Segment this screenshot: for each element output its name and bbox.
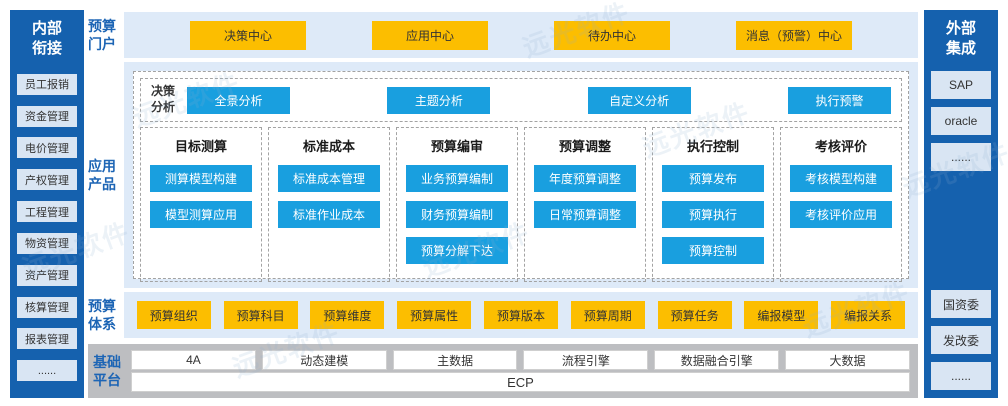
platform-box-data-fusion-engine[interactable]: 数据融合引擎 [654,350,780,370]
portal-button-message-alert-center[interactable]: 消息（预警）中心 [736,20,852,50]
base-platform-label: 基础平台 [93,353,121,388]
internal-integration-rail: 内部衔接 员工报销 资金管理 电价管理 产权管理 工程管理 物资管理 资产管理 … [10,10,84,398]
internal-item-asset-mgmt[interactable]: 资产管理 [17,264,77,286]
system-button-budget-org[interactable]: 预算组织 [136,301,211,329]
application-products-inner: 决策分析 全景分析 主题分析 自定义分析 执行预警 目标测算 测算模型构建 模型… [133,71,909,282]
system-button-report-model[interactable]: 编报模型 [744,301,819,329]
internal-item-employee-expense[interactable]: 员工报销 [17,73,77,95]
system-button-budget-version[interactable]: 预算版本 [483,301,558,329]
internal-integration-title: 内部衔接 [31,20,62,57]
external-integration-title: 外部集成 [945,20,976,57]
column-assessment-evaluation: 考核评价 考核模型构建 考核评价应用 [780,127,902,282]
external-item-sasac[interactable]: 国资委 [931,290,991,318]
button-budget-decompose-issue[interactable]: 预算分解下达 [406,237,508,264]
analysis-button-custom[interactable]: 自定义分析 [587,86,691,114]
internal-item-power-price-mgmt[interactable]: 电价管理 [17,137,77,159]
decision-analysis-label: 决策分析 [151,84,176,114]
platform-box-big-data[interactable]: 大数据 [785,350,910,370]
base-platform-row: 基础平台 4A 动态建模 主数据 流程引擎 数据融合引擎 大数据 ECP [88,344,918,398]
base-platform-boxes: 4A 动态建模 主数据 流程引擎 数据融合引擎 大数据 [131,350,910,370]
system-button-budget-attribute[interactable]: 预算属性 [397,301,472,329]
column-title: 标准成本 [302,139,355,154]
button-annual-budget-adjust[interactable]: 年度预算调整 [534,165,636,192]
system-button-report-relation[interactable]: 编报关系 [831,301,906,329]
system-button-budget-cycle[interactable]: 预算周期 [570,301,645,329]
button-daily-budget-adjust[interactable]: 日常预算调整 [534,201,636,228]
application-products-label: 应用产品 [88,157,116,192]
column-budget-compilation: 预算编审 业务预算编制 财务预算编制 预算分解下达 [396,127,518,282]
button-assessment-eval-apply[interactable]: 考核评价应用 [790,201,892,228]
external-item-more-bottom[interactable]: ...... [931,362,991,390]
external-bottom-items: 国资委 发改委 ...... [924,282,998,398]
budget-system-panel: 预算组织 预算科目 预算维度 预算属性 预算版本 预算周期 预算任务 编报模型 … [124,292,918,338]
button-budget-publish[interactable]: 预算发布 [662,165,764,192]
external-item-sap[interactable]: SAP [931,71,991,99]
internal-item-property-mgmt[interactable]: 产权管理 [17,169,77,191]
external-top-items: SAP oracle ...... [924,63,998,179]
portal-button-application-center[interactable]: 应用中心 [372,20,488,50]
button-measure-model-build[interactable]: 测算模型构建 [150,165,252,192]
internal-item-project-mgmt[interactable]: 工程管理 [17,201,77,223]
internal-integration-items: 员工报销 资金管理 电价管理 产权管理 工程管理 物资管理 资产管理 核算管理 … [10,63,84,398]
product-columns: 目标测算 测算模型构建 模型测算应用 标准成本 标准成本管理 标准作业成本 预算… [140,127,902,282]
analysis-button-topic[interactable]: 主题分析 [387,86,491,114]
column-title: 执行控制 [686,139,739,154]
column-standard-cost: 标准成本 标准成本管理 标准作业成本 [268,127,390,282]
external-spacer [924,179,998,282]
internal-item-report-mgmt[interactable]: 报表管理 [17,328,77,350]
internal-item-more[interactable]: ...... [17,360,77,382]
external-item-more-top[interactable]: ...... [931,143,991,171]
application-products-panel: 决策分析 全景分析 主题分析 自定义分析 执行预警 目标测算 测算模型构建 模型… [124,62,918,288]
column-title: 考核评价 [814,139,867,154]
budget-portal-label: 预算门户 [88,17,116,52]
platform-box-workflow-engine[interactable]: 流程引擎 [523,350,649,370]
decision-analysis-box: 决策分析 全景分析 主题分析 自定义分析 执行预警 [140,78,902,122]
button-standard-activity-cost[interactable]: 标准作业成本 [278,201,380,228]
button-budget-execute[interactable]: 预算执行 [662,201,764,228]
budget-portal-panel: 决策中心 应用中心 待办中心 消息（预警）中心 [124,12,918,58]
internal-item-funds-mgmt[interactable]: 资金管理 [17,105,77,127]
column-title: 预算编审 [430,139,483,154]
button-financial-budget-prep[interactable]: 财务预算编制 [406,201,508,228]
decision-analysis-buttons: 全景分析 主题分析 自定义分析 执行预警 [187,86,891,114]
system-button-budget-task[interactable]: 预算任务 [657,301,732,329]
column-execution-control: 执行控制 预算发布 预算执行 预算控制 [652,127,774,282]
platform-box-ecp[interactable]: ECP [131,372,910,392]
internal-item-material-mgmt[interactable]: 物资管理 [17,232,77,254]
button-budget-control[interactable]: 预算控制 [662,237,764,264]
column-title: 预算调整 [558,139,611,154]
analysis-button-panorama[interactable]: 全景分析 [187,86,290,114]
portal-button-todo-center[interactable]: 待办中心 [554,20,670,50]
budget-system-label: 预算体系 [88,297,116,332]
button-assessment-model-build[interactable]: 考核模型构建 [790,165,892,192]
platform-box-master-data[interactable]: 主数据 [392,350,518,370]
column-target-measurement: 目标测算 测算模型构建 模型测算应用 [140,127,262,282]
analysis-button-execution-alert[interactable]: 执行预警 [787,86,891,114]
application-products-row: 应用产品 决策分析 全景分析 主题分析 自定义分析 执行预警 目标测算 测算模型… [88,62,918,288]
button-model-measure-apply[interactable]: 模型测算应用 [150,201,252,228]
external-item-oracle[interactable]: oracle [931,107,991,135]
system-button-budget-subject[interactable]: 预算科目 [223,301,298,329]
budget-system-row: 预算体系 预算组织 预算科目 预算维度 预算属性 预算版本 预算周期 预算任务 … [88,292,918,338]
portal-button-decision-center[interactable]: 决策中心 [190,20,306,50]
platform-box-dynamic-modeling[interactable]: 动态建模 [261,350,387,370]
column-budget-adjustment: 预算调整 年度预算调整 日常预算调整 [524,127,646,282]
system-button-budget-dimension[interactable]: 预算维度 [310,301,385,329]
external-item-ndrc[interactable]: 发改委 [931,326,991,354]
base-platform-content: 4A 动态建模 主数据 流程引擎 数据融合引擎 大数据 ECP [131,350,910,392]
internal-item-accounting-mgmt[interactable]: 核算管理 [17,296,77,318]
budget-portal-row: 预算门户 决策中心 应用中心 待办中心 消息（预警）中心 [88,12,918,58]
platform-box-4a[interactable]: 4A [131,350,256,370]
button-business-budget-prep[interactable]: 业务预算编制 [406,165,508,192]
button-standard-cost-mgmt[interactable]: 标准成本管理 [278,165,380,192]
external-integration-rail: 外部集成 SAP oracle ...... 国资委 发改委 ...... [924,10,998,398]
column-title: 目标测算 [174,139,227,154]
